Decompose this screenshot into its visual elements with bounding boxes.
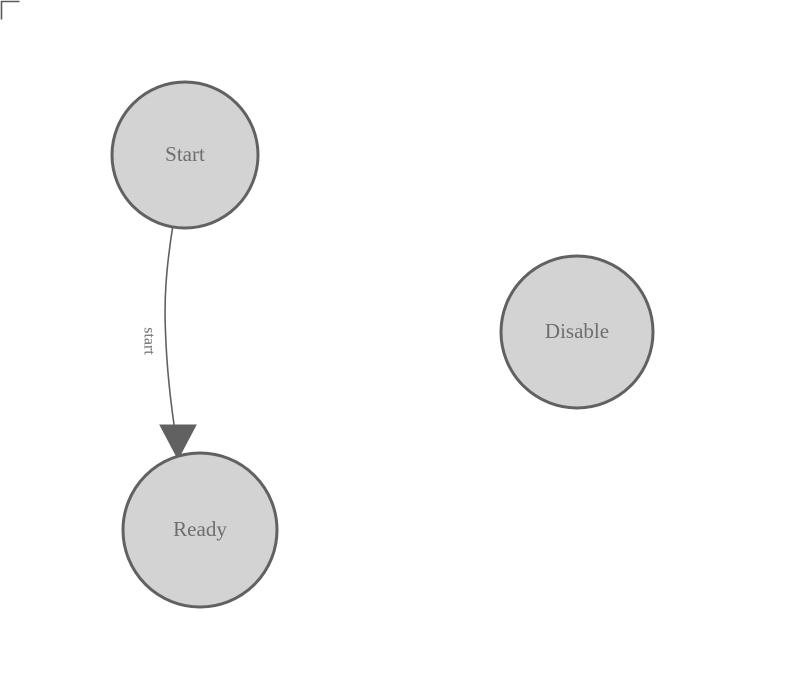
state-node-label: Disable bbox=[545, 319, 609, 343]
arrowhead-icon bbox=[159, 424, 197, 461]
state-node-circle bbox=[110, 80, 260, 230]
edge-start-to-ready[interactable]: start bbox=[140, 227, 197, 461]
top-left-corner-bracket-icon bbox=[0, 0, 20, 20]
state-node-start[interactable]: Start bbox=[110, 80, 260, 230]
state-node-ready[interactable]: Ready bbox=[121, 451, 279, 609]
state-node-label: Start bbox=[165, 142, 205, 166]
edge-label-start: start bbox=[140, 327, 157, 355]
state-node-disable[interactable]: Disable bbox=[499, 254, 655, 410]
state-node-circle bbox=[499, 254, 655, 410]
state-node-circle bbox=[121, 451, 279, 609]
state-node-label: Ready bbox=[173, 517, 227, 541]
edge-path bbox=[164, 227, 179, 448]
